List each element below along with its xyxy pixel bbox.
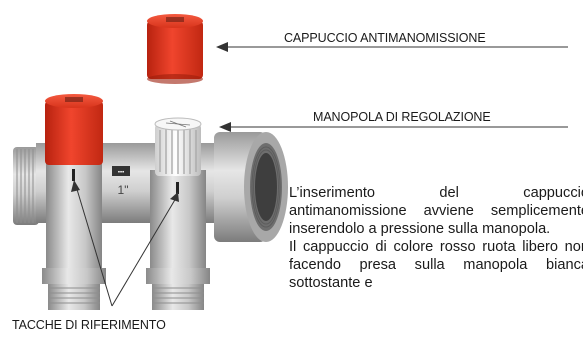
- arrow-cap: [216, 42, 568, 52]
- notch-pointers: [71, 180, 179, 307]
- right-valve: [146, 117, 210, 310]
- cap-label: CAPPUCCIO ANTIMANOMISSIONE: [284, 31, 486, 45]
- description-paragraph-2: Il cappuccio di colore rosso ruota liber…: [289, 239, 583, 291]
- svg-text:▪▪▪: ▪▪▪: [118, 170, 124, 176]
- svg-text:1": 1": [118, 183, 129, 197]
- arrow-knob: [219, 122, 568, 132]
- standalone-red-cap: [147, 14, 203, 84]
- knob-label: MANOPOLA DI REGOLAZIONE: [313, 110, 491, 124]
- description-paragraph-1: L’inserimento del cappuccio antimanomiss…: [289, 185, 583, 237]
- left-valve: [42, 94, 106, 310]
- description-text: L’inserimento del cappuccio antimanomiss…: [289, 184, 583, 292]
- notches-label: TACCHE DI RIFERIMENTO: [12, 318, 166, 332]
